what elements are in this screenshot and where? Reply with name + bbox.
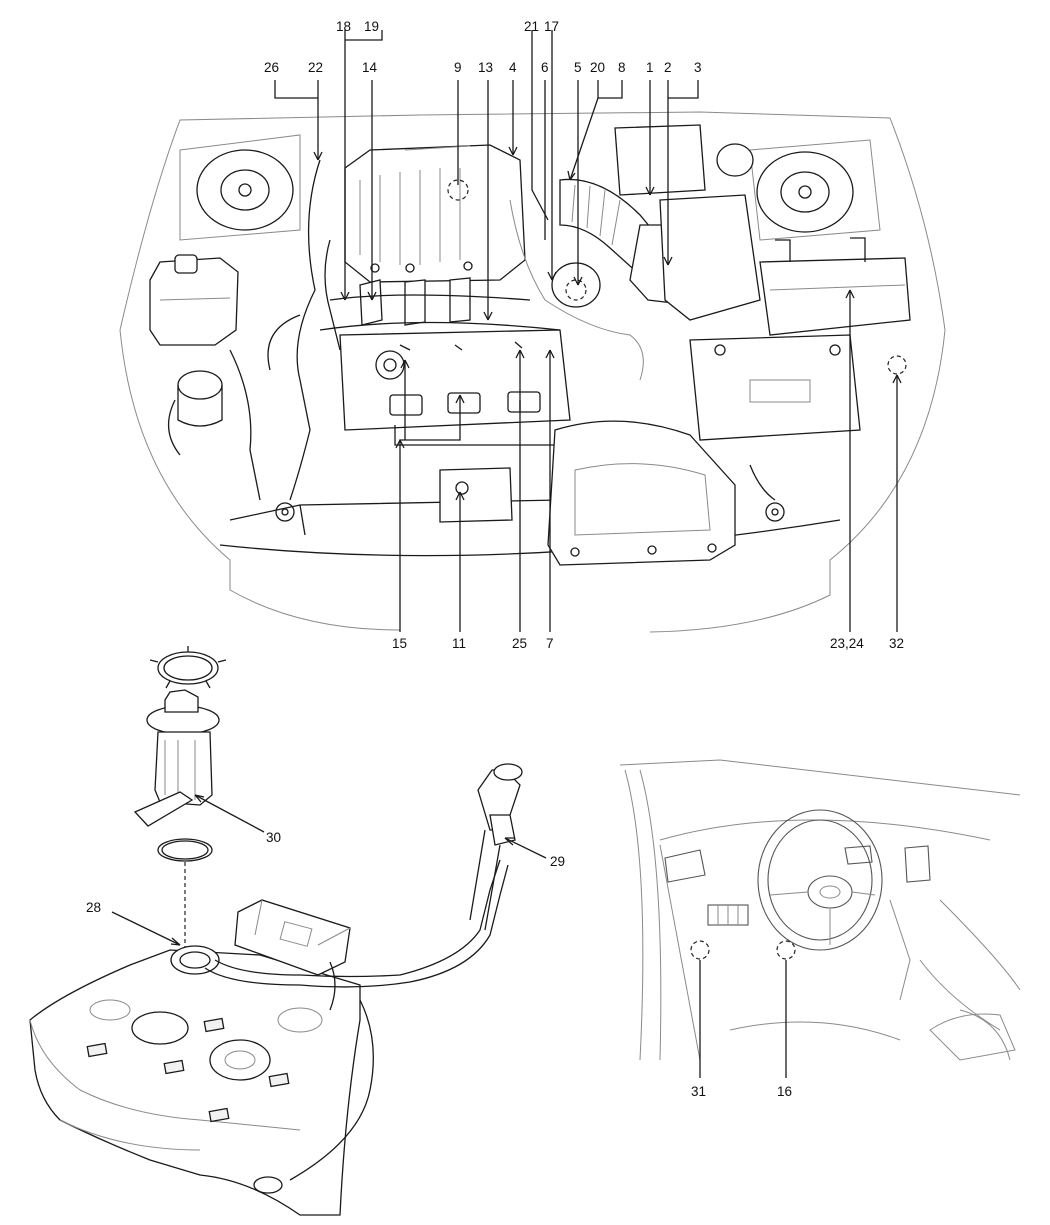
leader-28 — [111, 911, 181, 946]
left-lower-components — [168, 349, 295, 522]
fuse-box — [689, 334, 861, 441]
location-31-marker — [690, 940, 710, 960]
label-29: 29 — [550, 854, 565, 869]
air-cleaner-box — [614, 124, 761, 321]
radiator-support — [219, 464, 841, 557]
left-strut-tower — [179, 134, 301, 241]
dashboard-inset: 31 16 — [619, 759, 1021, 1099]
label-16: 16 — [777, 1084, 792, 1099]
label-31: 31 — [691, 1084, 706, 1099]
label-26: 26 — [264, 60, 279, 75]
label-8: 8 — [618, 60, 626, 75]
label-21: 21 — [524, 19, 539, 34]
label-14: 14 — [362, 60, 378, 75]
engine-leader-lines — [274, 30, 902, 632]
intake-runners — [267, 277, 561, 371]
fuel-pump-assembly: 30 — [133, 646, 281, 950]
battery — [759, 237, 911, 336]
label-19: 19 — [364, 19, 379, 34]
label-30: 30 — [266, 830, 281, 845]
engine-cover — [344, 144, 526, 283]
canister — [234, 899, 351, 1011]
leader-29 — [504, 837, 547, 859]
label-9: 9 — [454, 60, 462, 75]
label-32: 32 — [889, 636, 904, 651]
label-3: 3 — [694, 60, 702, 75]
label-1: 1 — [646, 60, 654, 75]
label-25: 25 — [512, 636, 527, 651]
location-32-marker — [887, 355, 907, 375]
label-5: 5 — [574, 60, 582, 75]
label-11: 11 — [452, 636, 466, 651]
wiring-harness — [289, 159, 321, 501]
fuel-lines — [204, 763, 523, 1181]
label-15: 15 — [392, 636, 407, 651]
label-4: 4 — [509, 60, 517, 75]
label-7: 7 — [546, 636, 554, 651]
steering-wheel — [757, 809, 883, 951]
label-28: 28 — [86, 900, 101, 915]
label-2: 2 — [664, 60, 672, 75]
label-20: 20 — [590, 60, 605, 75]
lock-ring — [149, 646, 227, 689]
fuel-pump-module — [133, 689, 220, 827]
coolant-reservoir — [149, 254, 239, 346]
label-18: 18 — [336, 19, 351, 34]
hood-latch-support — [547, 420, 736, 566]
right-strut-tower — [749, 139, 881, 241]
o-ring — [157, 838, 213, 862]
label-23-24: 23,24 — [830, 636, 864, 651]
fuel-tank — [29, 945, 361, 1216]
label-13: 13 — [478, 60, 493, 75]
engine-labels: 18 19 21 17 26 22 14 9 13 4 6 5 20 8 1 2… — [264, 19, 904, 651]
label-6: 6 — [541, 60, 549, 75]
cylinder-head — [339, 329, 571, 446]
location-16-marker — [776, 940, 796, 960]
label-22: 22 — [308, 60, 323, 75]
engine-bay-illustration — [119, 111, 946, 633]
label-17: 17 — [544, 19, 559, 34]
